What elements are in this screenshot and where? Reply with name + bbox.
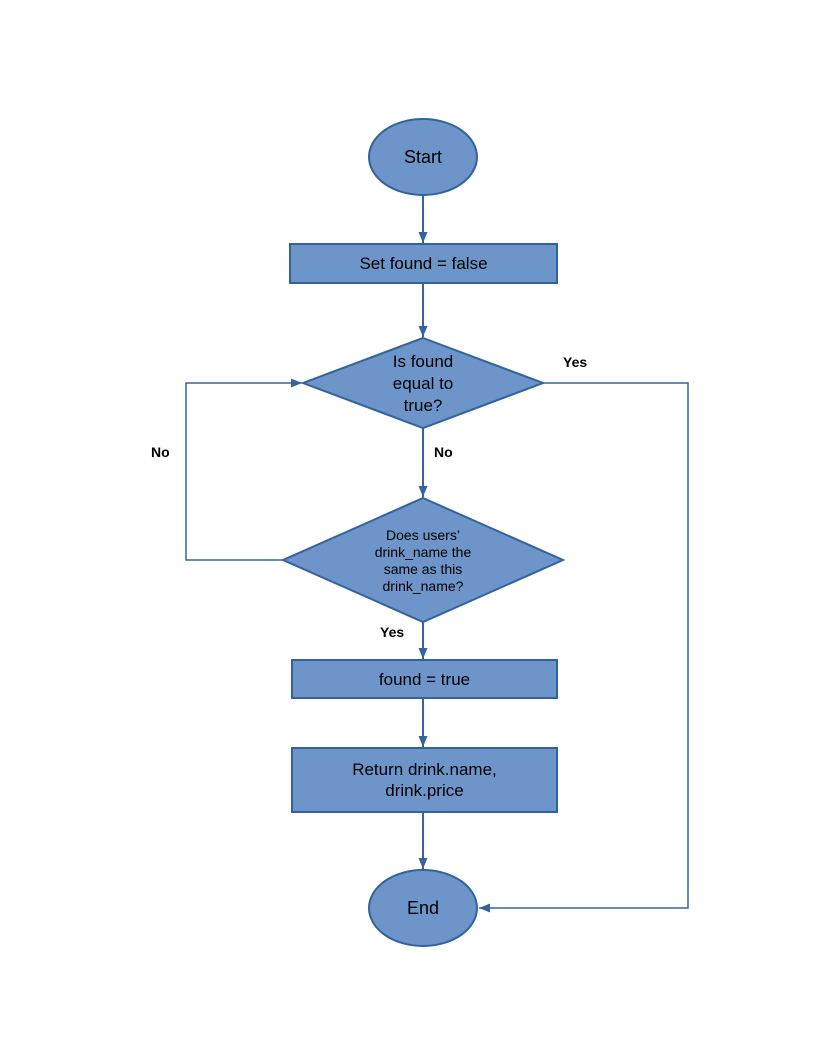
edge-is-found-yes-to-end — [479, 382, 689, 913]
edge-drink-match-no-to-is-found — [185, 378, 302, 561]
start-terminator-shape — [368, 118, 478, 196]
return-process-shape — [291, 747, 558, 813]
set-found-process-shape — [289, 243, 558, 284]
drink-match-decision-shape — [280, 496, 566, 624]
end-terminator-shape — [368, 869, 478, 947]
found-true-process-shape — [291, 659, 558, 699]
is-found-decision-shape — [300, 336, 546, 430]
